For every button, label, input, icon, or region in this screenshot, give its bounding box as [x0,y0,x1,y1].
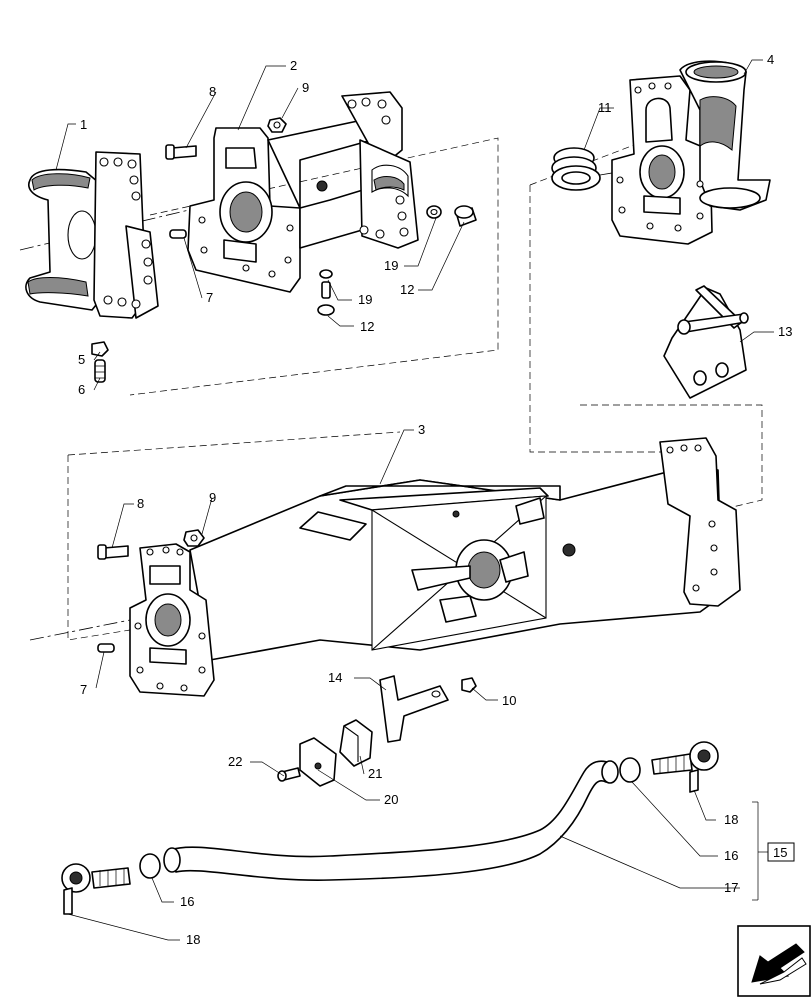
callout-3: 3 [418,422,425,437]
part-19-washer-lower [319,269,333,279]
kit-reference-box: 15 [767,842,795,862]
callout-11: 11 [598,100,612,115]
part-8-bolt-lower [97,544,129,560]
callout-7-upper: 7 [206,290,213,305]
callout-13: 13 [778,324,792,339]
bracket-bolt-holes [198,97,409,278]
callout-2: 2 [290,58,297,73]
knuckle-bolt-holes [99,157,153,309]
callout-labels: 1 2 3 4 5 6 7 7 8 8 9 9 10 11 12 12 13 1… [78,52,795,947]
part-5-nut [91,341,109,357]
callout-19-right: 19 [384,258,398,273]
callout-21: 21 [368,766,382,781]
part-3-axle-housing [129,437,741,697]
callout-8-lower: 8 [137,496,144,511]
part-17-tie-rod [163,760,619,881]
part-9-nut-upper [267,117,287,133]
callout-8-upper: 8 [209,84,216,99]
callout-6: 6 [78,382,85,397]
part-21-clamp-block [339,719,373,767]
callout-9-upper: 9 [302,80,309,95]
part-22-screw [277,767,301,782]
callout-22: 22 [228,754,242,769]
part-7-pin-lower [97,643,115,653]
part-12-plug-lower [317,281,335,316]
part-8-bolt-upper [165,144,197,160]
part-11-bellows-seal [551,147,601,191]
callout-16-left: 16 [180,894,194,909]
callout-15: 15 [773,845,787,860]
part-9-nut-lower [183,529,205,547]
part-14-bracket [379,675,449,743]
callout-leader-lines [55,59,774,941]
previous-page-arrow-icon[interactable] [737,925,811,997]
callout-9-lower: 9 [209,490,216,505]
axle-flange-bolt-holes [134,444,718,692]
knuckle-right-bolt-holes [616,82,704,232]
callout-7-lower: 7 [80,682,87,697]
part-7-pin-upper [169,229,187,239]
callout-12-right: 12 [400,282,414,297]
callout-12-lower: 12 [360,319,374,334]
part-2-flange-bracket [187,91,419,293]
callout-20: 20 [384,792,398,807]
part-19-washer-right [426,205,442,219]
part-1-steering-knuckle [25,151,159,319]
callout-14: 14 [328,670,342,685]
part-18-tie-rod-end-right [651,741,719,793]
callout-5: 5 [78,352,85,367]
callout-18-right: 18 [724,812,738,827]
callout-1: 1 [80,117,87,132]
callout-4: 4 [767,52,774,67]
part-13-bracket [663,285,749,399]
part-16-ring-left [139,853,161,879]
part-12-plug-right [454,205,477,227]
callout-17: 17 [724,880,738,895]
callout-18-left: 18 [186,932,200,947]
callout-10: 10 [502,693,516,708]
part-16-ring-right [619,757,641,783]
part-4-knuckle-right [611,60,771,245]
callout-16-right: 16 [724,848,738,863]
part-18-tie-rod-end-left [61,863,131,915]
callout-19-lower: 19 [358,292,372,307]
part-20-clamp-plate [299,737,337,787]
